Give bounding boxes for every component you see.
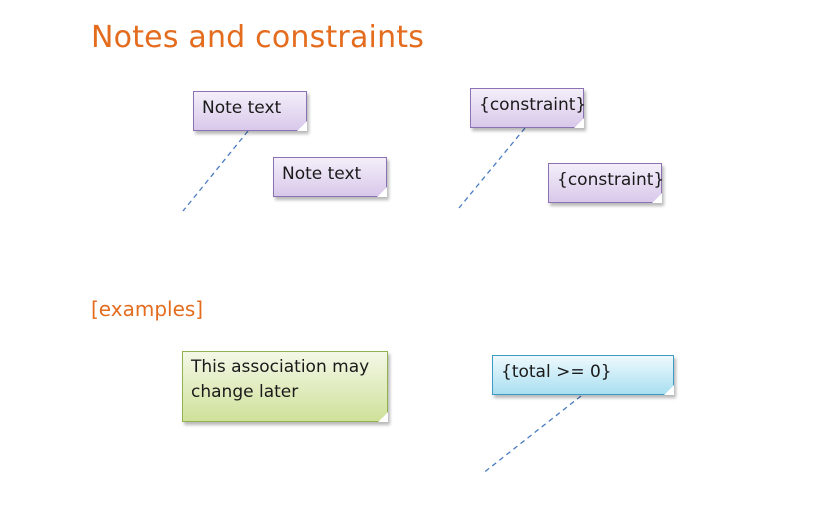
- example-note[interactable]: This association may change later: [182, 351, 388, 422]
- note-attached[interactable]: Note text: [193, 91, 307, 131]
- folded-corner-icon: [297, 121, 307, 131]
- constraint-attached[interactable]: {constraint}: [470, 88, 587, 128]
- constraint-connector-line: [458, 127, 526, 209]
- note-attached-text: Note text: [202, 98, 282, 118]
- example-constraint-text: {total >= 0}: [501, 362, 612, 382]
- example-constraint-connector-line: [481, 395, 582, 475]
- note-connector-line: [182, 130, 249, 212]
- note-free-text: Note text: [282, 164, 362, 184]
- folded-corner-icon: [377, 187, 387, 197]
- folded-corner-icon: [664, 385, 674, 395]
- page-title: Notes and constraints: [91, 20, 425, 55]
- constraint-free-text: {constraint}: [557, 170, 665, 190]
- folded-corner-icon: [574, 118, 584, 128]
- example-constraint[interactable]: {total >= 0}: [492, 355, 674, 395]
- constraint-attached-text: {constraint}: [479, 95, 587, 115]
- folded-corner-icon: [378, 412, 388, 422]
- constraint-free[interactable]: {constraint}: [548, 163, 665, 203]
- example-note-text: This association may change later: [191, 357, 370, 402]
- folded-corner-icon: [652, 193, 662, 203]
- note-free[interactable]: Note text: [273, 157, 387, 197]
- examples-label: [examples]: [91, 297, 204, 321]
